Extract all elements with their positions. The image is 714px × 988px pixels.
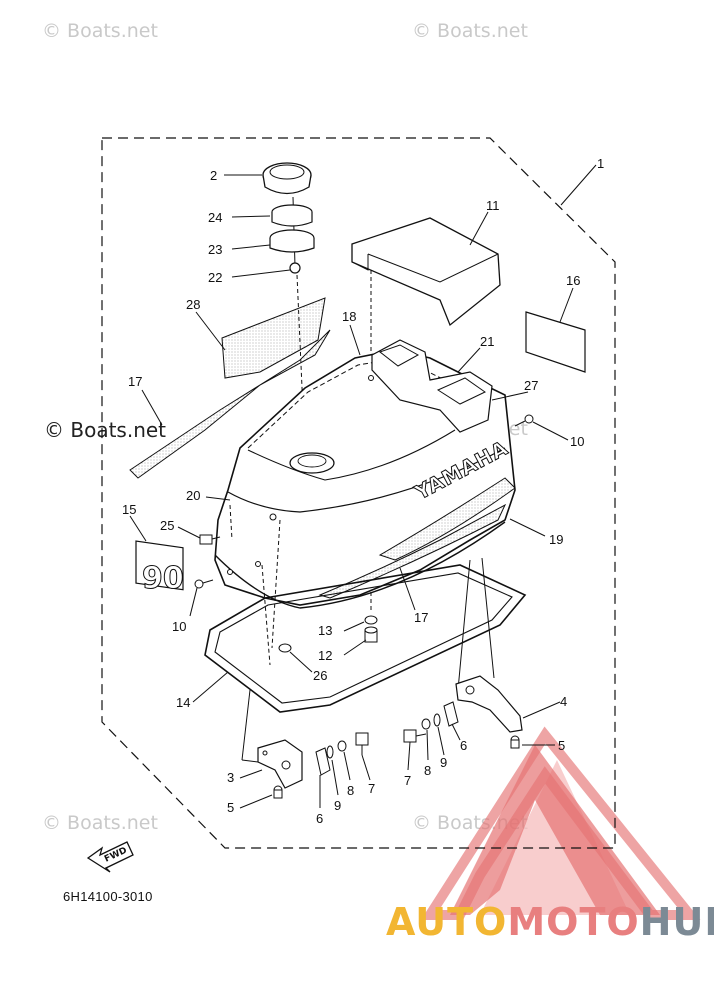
grommet-13 — [364, 615, 378, 625]
callout-7-right: 7 — [404, 773, 411, 788]
callout-14: 14 — [176, 695, 190, 710]
callout-22: 22 — [208, 270, 222, 285]
screw-10-right — [514, 414, 534, 427]
callout-11: 11 — [486, 198, 500, 213]
bracket-3 — [257, 739, 303, 799]
top-cover — [351, 217, 501, 327]
leader-lines — [129, 164, 597, 809]
decal-16 — [525, 311, 586, 373]
diagram-code: 6H14100-3010 — [63, 889, 153, 904]
callout-3: 3 — [227, 770, 234, 785]
callout-27: 27 — [524, 378, 538, 393]
callout-9-left: 9 — [334, 798, 341, 813]
callout-5-left: 5 — [227, 800, 234, 815]
washer-9-left — [326, 745, 334, 759]
washer-9-right — [433, 713, 441, 727]
callout-26: 26 — [313, 668, 327, 683]
callout-7-left: 7 — [368, 781, 375, 796]
callout-18: 18 — [342, 309, 356, 324]
fwd-arrow: FWD — [86, 841, 134, 873]
callout-25: 25 — [160, 518, 174, 533]
grommet — [269, 196, 315, 274]
callout-28: 28 — [186, 297, 200, 312]
washer-8-left — [337, 740, 347, 752]
watermark: © Boats.net — [42, 812, 158, 834]
top-cowling: YAMAHA — [214, 339, 516, 609]
stripe-28 — [221, 297, 326, 379]
logo-mark — [420, 726, 701, 920]
callout-8-right: 8 — [424, 763, 431, 778]
callout-10-left: 10 — [172, 619, 186, 634]
callout-6-left: 6 — [316, 811, 323, 826]
bracket-4 — [455, 675, 523, 749]
logo-part-auto: AUTO — [386, 900, 508, 944]
screw-25 — [199, 534, 221, 545]
logo-part-moto: MOTO — [507, 900, 640, 944]
callout-6-right: 6 — [460, 738, 467, 753]
callout-16: 16 — [566, 273, 580, 288]
callout-19: 19 — [549, 532, 563, 547]
oil-cap — [262, 162, 312, 195]
callout-10-right: 10 — [570, 434, 584, 449]
svg-text:90: 90 — [142, 561, 184, 596]
screw-10-left — [194, 579, 214, 589]
assembly-boundary — [101, 137, 616, 849]
bolt-7-right — [403, 729, 427, 743]
callout-labels: 1 2 24 23 22 11 16 28 18 21 17 27 10 20 … — [122, 156, 604, 826]
callout-13: 13 — [318, 623, 332, 638]
callout-2: 2 — [210, 168, 217, 183]
model-decal: 90 — [135, 540, 184, 597]
washer-26 — [278, 643, 292, 653]
callout-21: 21 — [480, 334, 494, 349]
callout-23: 23 — [208, 242, 222, 257]
clip-6-right — [443, 701, 459, 727]
callout-24: 24 — [208, 210, 222, 225]
watermark: © Boats.net — [42, 20, 158, 42]
clip-6-left — [315, 747, 331, 776]
logo-part-hub: HUB — [639, 900, 714, 944]
callout-4: 4 — [560, 694, 567, 709]
rubber-seal — [204, 564, 527, 713]
callout-20: 20 — [186, 488, 200, 503]
callout-17-bottom: 17 — [414, 610, 428, 625]
callout-15: 15 — [122, 502, 136, 517]
callout-12: 12 — [318, 648, 332, 663]
bolt-12 — [364, 626, 378, 643]
callout-9-right: 9 — [440, 755, 447, 770]
callout-8-left: 8 — [347, 783, 354, 798]
site-logo[interactable]: AUTOMOTOHUB — [386, 900, 714, 944]
callout-1: 1 — [597, 156, 604, 171]
watermark: © Boats.net — [44, 418, 167, 442]
bolt-7-left — [355, 732, 369, 755]
watermark: © Boats.net — [412, 20, 528, 42]
stripe-17-left — [129, 329, 331, 479]
washer-8-right — [421, 718, 431, 730]
callout-17-top: 17 — [128, 374, 142, 389]
callout-5-right: 5 — [558, 738, 565, 753]
